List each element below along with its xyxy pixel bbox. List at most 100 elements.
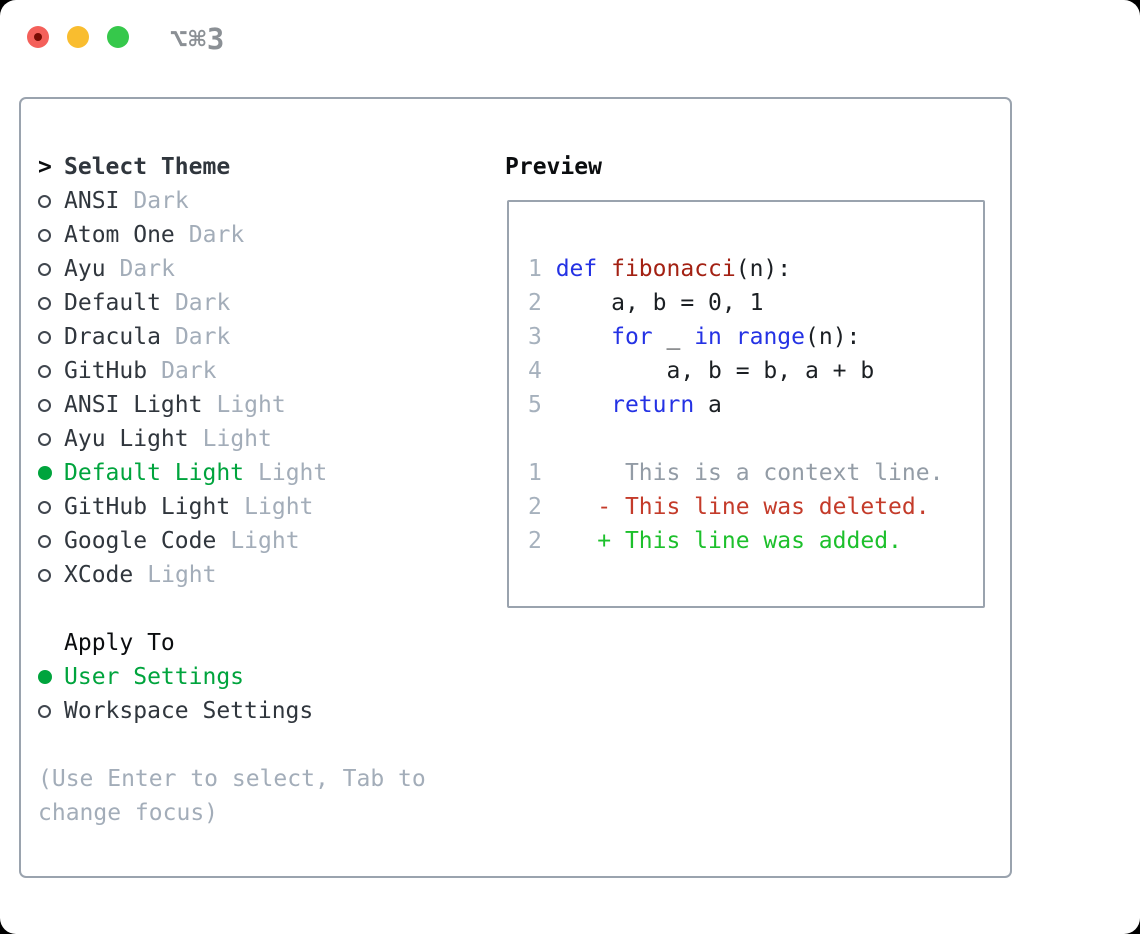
code-line: 4 a, b = b, a + b [528,354,983,388]
code-token: a, b = b, a + b [555,358,875,384]
apply-option-user-settings[interactable]: User Settings [38,660,462,694]
theme-option-label: Atom One [64,222,175,248]
radio-icon [38,364,64,378]
theme-variant-badge: Dark [188,222,245,248]
code-token [542,494,597,520]
select-theme-heading: > Select Theme [38,150,462,184]
theme-option-label: ANSI Light [64,392,203,418]
radio-selected-icon [38,466,64,480]
radio-icon [38,194,64,208]
apply-to-title: Apply To [64,630,175,656]
code-token [722,324,736,350]
radio-icon [38,534,64,548]
radio-icon [38,330,64,344]
code-token: a [694,392,722,418]
radio-icon [38,568,64,582]
radio-icon [38,432,64,446]
theme-option-label: Default [64,290,161,316]
theme-option-label: Ayu [64,256,106,282]
code-line [528,422,983,456]
theme-variant-badge: Light [216,392,286,418]
code-token [597,256,611,282]
code-token: (n): [735,256,792,282]
code-token: - This line was deleted. [597,494,930,520]
code-line: 5 return a [528,388,983,422]
radio-selected-icon [38,670,64,684]
cursor-marker: > [38,154,52,180]
theme-option-label: XCode [64,562,134,588]
code-token [556,392,611,418]
line-number: 2 [528,528,542,554]
theme-option-ayu-light[interactable]: Ayu Light Light [38,422,462,456]
apply-to-heading: Apply To [38,626,462,660]
theme-option-label: GitHub Light [64,494,231,520]
line-number: 2 [528,494,542,520]
theme-option-label: Dracula [64,324,161,350]
hint-text: (Use Enter to select, Tab to change focu… [38,766,426,826]
theme-option-ansi-light[interactable]: ANSI Light Light [38,388,462,422]
theme-option-label: Ayu Light [64,426,189,452]
apply-option-label: User Settings [64,664,245,690]
theme-option-github[interactable]: GitHub Dark [38,354,462,388]
code-token: in [694,324,722,350]
radio-icon [38,262,64,276]
code-token: _ [652,324,695,350]
code-token: for [611,324,653,350]
line-number: 5 [528,392,556,418]
theme-variant-badge: Dark [119,256,175,282]
code-token: a, b = 0, 1 [555,290,764,316]
theme-option-ayu[interactable]: Ayu Dark [38,252,462,286]
line-number: 1 [528,460,542,486]
line-number: 3 [528,324,556,350]
theme-variant-badge: Light [202,426,272,452]
radio-icon [38,296,64,310]
select-theme-title: Select Theme [64,154,231,180]
code-line: 2 - This line was deleted. [528,490,983,524]
theme-option-default[interactable]: Default Dark [38,286,462,320]
code-line: 2 a, b = 0, 1 [528,286,983,320]
theme-variant-badge: Light [230,528,300,554]
zoom-button-icon[interactable] [107,26,129,48]
theme-option-google-code[interactable]: Google Code Light [38,524,462,558]
code-token: + This line was added. [597,528,902,554]
code-token [556,324,611,350]
theme-option-label: Google Code [64,528,217,554]
theme-variant-badge: Dark [161,358,217,384]
radio-icon [38,500,64,514]
radio-icon [38,398,64,412]
code-token: fibonacci [611,256,736,282]
code-token: range [735,324,805,350]
code-token [542,528,597,554]
preview-heading: Preview [505,154,602,180]
radio-icon [38,228,64,242]
theme-option-atom-one[interactable]: Atom One Dark [38,218,462,252]
code-line: 3 for _ in range(n): [528,320,983,354]
code-token: (n): [805,324,861,350]
theme-option-label: ANSI [64,188,120,214]
line-number: 2 [528,290,556,316]
theme-variant-badge: Light [147,562,217,588]
code-token: def [555,256,598,282]
theme-option-label: GitHub [64,358,148,384]
code-line: 1 def fibonacci(n): [528,252,983,286]
line-number: 1 [528,256,556,282]
theme-option-label: Default Light [64,460,245,486]
theme-option-xcode[interactable]: XCode Light [38,558,462,592]
traffic-lights [27,26,129,48]
keyboard-shortcut-label: ⌥⌘3 [170,22,226,56]
close-button-icon[interactable] [27,26,49,48]
code-line: 1 This is a context line. [528,456,983,490]
radio-icon [38,704,64,718]
minimize-button-icon[interactable] [67,26,89,48]
theme-variant-badge: Dark [174,290,231,316]
apply-option-workspace-settings[interactable]: Workspace Settings [38,694,462,728]
